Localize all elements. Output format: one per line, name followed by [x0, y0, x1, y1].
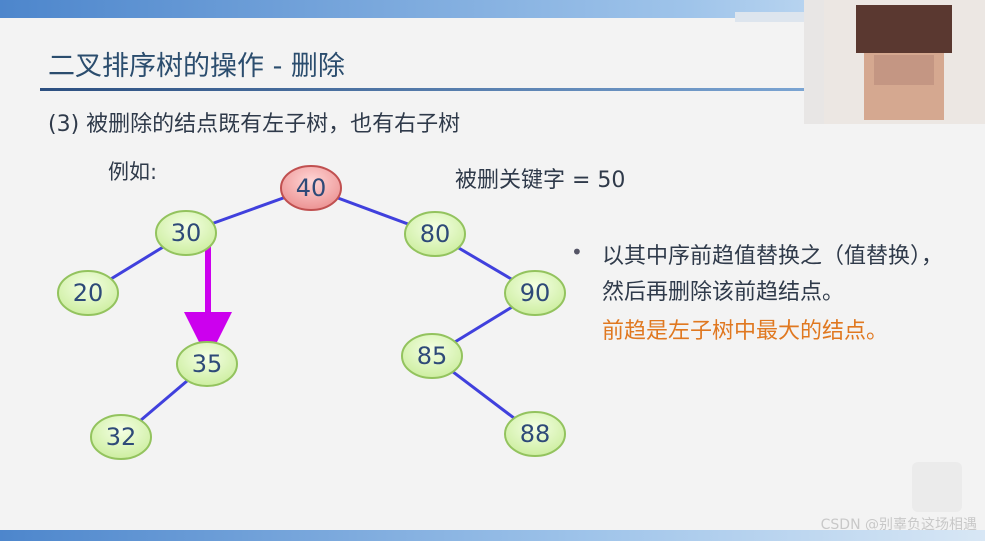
corner-widget [912, 462, 962, 512]
tree-node-label-35: 35 [192, 350, 223, 378]
tree-node-32: 32 [91, 415, 151, 459]
tree-node-label-80: 80 [420, 220, 451, 248]
bottom-decor-bar [0, 530, 985, 541]
tree-node-35: 35 [177, 342, 237, 386]
tree-node-label-88: 88 [520, 420, 551, 448]
tree-node-30: 30 [156, 211, 216, 255]
bullet-icon: • [571, 240, 583, 264]
tree-node-label-40: 40 [296, 174, 327, 202]
tree-node-80: 80 [405, 212, 465, 256]
tree-node-label-85: 85 [417, 342, 448, 370]
bullet-text: 以其中序前趋值替换之（值替换），然后再删除该前趋结点。 [602, 239, 952, 311]
tree-node-label-90: 90 [520, 279, 551, 307]
tree-node-20: 20 [58, 271, 118, 315]
tree-node-88: 88 [505, 412, 565, 456]
presenter-shade [874, 55, 934, 85]
tree-node-40: 40 [281, 166, 341, 210]
tree-node-label-20: 20 [73, 279, 104, 307]
bullet-highlight: 前趋是左子树中最大的结点。 [602, 313, 952, 345]
tree-node-label-32: 32 [106, 423, 137, 451]
presenter-hair [856, 5, 952, 53]
tree-node-85: 85 [402, 334, 462, 378]
tree-node-label-30: 30 [171, 219, 202, 247]
presenter-webcam [804, 0, 985, 124]
tree-node-90: 90 [505, 271, 565, 315]
